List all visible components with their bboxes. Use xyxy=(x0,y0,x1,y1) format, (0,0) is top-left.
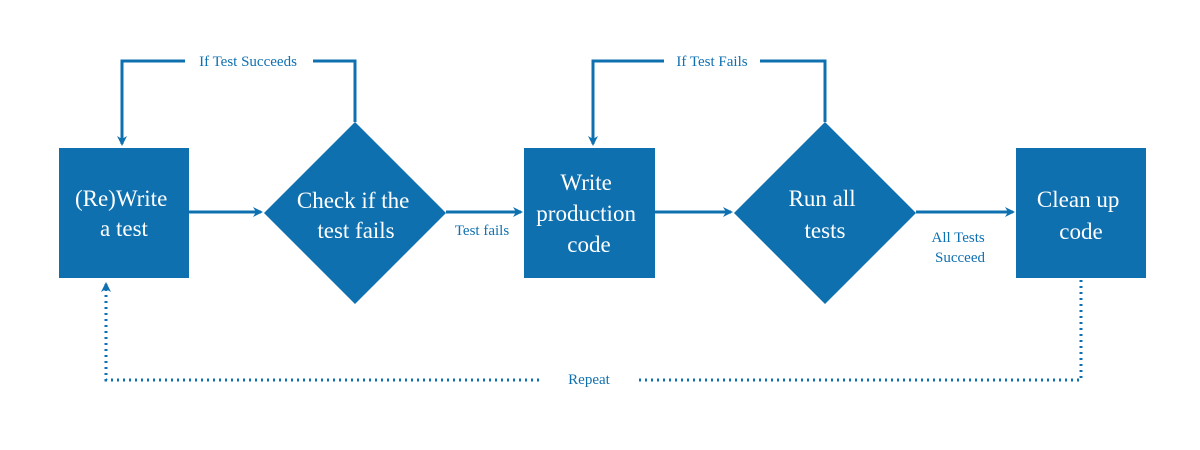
if-test-succeeds-label: If Test Succeeds xyxy=(199,54,297,70)
if-test-fails-label-bg xyxy=(664,50,760,72)
run-tests-diamond xyxy=(734,122,916,304)
rewrite-test-box xyxy=(59,148,189,278)
repeat-label: Repeat xyxy=(568,372,610,388)
edge-if-test-succeeds xyxy=(117,59,357,146)
write-production-box xyxy=(524,148,655,278)
write-production-label: Write production code xyxy=(536,170,641,257)
check-fails-diamond xyxy=(264,122,446,304)
run-tests-label: Run all tests xyxy=(789,186,862,243)
test-fails-label: Test fails xyxy=(455,223,510,239)
edge-if-test-fails xyxy=(588,59,827,146)
rewrite-test-label: (Re)Write a test xyxy=(75,186,173,241)
if-test-succeeds-label-bg xyxy=(185,50,313,72)
repeat-label-bg xyxy=(540,368,638,392)
clean-up-label: Clean up code xyxy=(1037,187,1125,244)
if-test-fails-label: If Test Fails xyxy=(676,54,747,70)
edge-repeat xyxy=(101,280,1083,382)
check-fails-label: Check if the test fails xyxy=(297,188,415,243)
clean-up-box xyxy=(1016,148,1146,278)
all-tests-succeed-label: All Tests Succeed xyxy=(931,230,988,266)
